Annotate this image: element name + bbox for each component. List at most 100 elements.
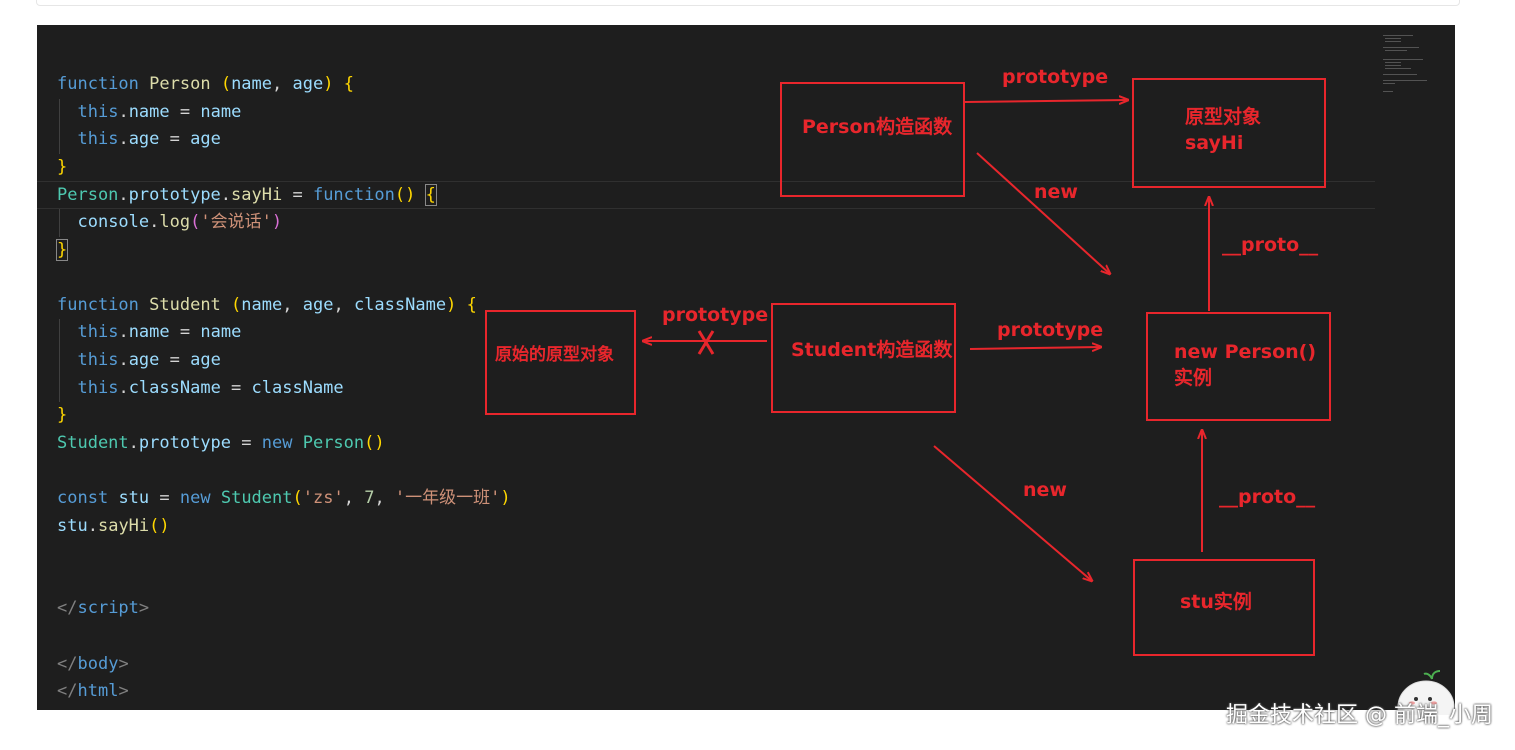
original-proto-label: 原始的原型对象: [495, 345, 614, 365]
arrow-person-prototype: [964, 100, 1128, 102]
code-token: 'zs': [302, 488, 344, 508]
code-token: .: [128, 432, 139, 453]
code-token: ,: [333, 294, 354, 315]
code-token: =: [159, 129, 191, 150]
code-token: ): [271, 212, 283, 232]
new-person-label: new Person(): [1174, 341, 1317, 363]
code-token: ,: [343, 488, 365, 508]
code-token: (: [292, 488, 303, 508]
stu-instance-box: [1133, 559, 1315, 656]
code-token: (): [394, 185, 416, 206]
code-token: name: [200, 101, 242, 122]
indent-guide: [59, 209, 60, 237]
minimap: [1375, 25, 1455, 710]
prototype-label-crossed: prototype: [662, 304, 769, 326]
code-token: Person: [57, 185, 119, 206]
code-line: Person.prototype.sayHi = function() {: [37, 181, 1375, 209]
prototype-diagram: [485, 78, 1331, 656]
code-token: className: [251, 377, 344, 398]
code-token: sayHi: [97, 515, 150, 536]
code-line: const stu = new Student('zs', 7, '一年级一班'…: [37, 485, 511, 513]
code-token: >: [138, 598, 150, 619]
code-token: className: [128, 377, 221, 398]
prototype-label-top: prototype: [1002, 66, 1109, 88]
code-token: script: [77, 598, 139, 619]
code-line: this.age = age: [37, 347, 221, 375]
editor-screenshot: function Person (name, age) { this.name …: [37, 25, 1455, 710]
prototype-label-mid: prototype: [997, 319, 1104, 341]
code-token: sayHi: [231, 185, 283, 206]
code-token: }: [57, 405, 68, 426]
code-token: .: [149, 212, 160, 232]
code-token: name: [200, 322, 242, 343]
stu-instance-label: stu实例: [1180, 591, 1252, 613]
code-line: </body>: [37, 651, 129, 679]
code-token: >: [118, 681, 129, 702]
code-line: stu.sayHi(): [37, 513, 170, 541]
indent-guide: [59, 98, 60, 154]
code-token: ,: [374, 488, 395, 508]
code-token: this: [77, 129, 119, 150]
new-label-upper: new: [1034, 181, 1078, 203]
code-token: className: [353, 294, 447, 315]
proto-obj-box: [1132, 78, 1326, 188]
code-token: }: [57, 156, 68, 177]
code-token: =: [159, 350, 191, 370]
code-line: this.name = name: [37, 99, 241, 127]
code-token: {: [424, 184, 437, 207]
new-person-box: [1146, 312, 1331, 421]
code-token: age: [302, 294, 334, 315]
code-token: age: [190, 350, 221, 370]
code-line: Student.prototype = new Person(): [37, 430, 385, 458]
code-token: (): [149, 515, 170, 536]
new-person-instance-label: 实例: [1174, 367, 1213, 389]
code-line: </script>: [37, 595, 149, 623]
code-token: prototype: [138, 432, 232, 453]
code-token: (): [364, 432, 385, 453]
code-token: .: [220, 185, 232, 206]
code-line: this.name = name: [37, 319, 241, 347]
code-token: age: [128, 350, 160, 370]
code-token: age: [128, 129, 160, 150]
code-token: ,: [282, 294, 303, 315]
code-token: .: [87, 515, 98, 536]
proto-label-upper: __proto__: [1222, 234, 1319, 256]
code-token: this: [77, 101, 119, 122]
code-token: ,: [272, 74, 293, 94]
code-token: Person: [302, 432, 365, 453]
code-token: prototype: [128, 185, 221, 206]
code-token: =: [149, 488, 180, 508]
code-token: const: [57, 488, 109, 508]
code-token: Student: [57, 432, 129, 453]
code-token: age: [292, 74, 324, 94]
arrow-student-new: [933, 445, 1092, 581]
code-token: name: [231, 74, 273, 94]
code-token: ): [323, 74, 334, 94]
arrow-person-new: [976, 152, 1110, 274]
code-line: }: [37, 154, 67, 182]
code-token: (: [190, 212, 201, 232]
code-token: =: [169, 322, 201, 343]
code-token: console: [77, 212, 150, 232]
code-token: '一年级一班': [394, 488, 501, 508]
code-line: </html>: [37, 678, 129, 706]
code-line: console.log('会说话'): [37, 209, 282, 237]
code-token: (: [231, 294, 242, 315]
code-token: new: [179, 488, 211, 508]
code-line: }: [37, 402, 67, 430]
arrow-student-prototype: [969, 347, 1101, 349]
mascot-icon: [1397, 670, 1455, 715]
code-token: =: [169, 101, 201, 122]
proto-label-lower: __proto__: [1219, 486, 1316, 508]
code-token: }: [55, 238, 69, 261]
code-token: =: [282, 185, 313, 206]
indent-guide: [59, 319, 60, 403]
code-token: name: [128, 101, 170, 122]
proto-obj-method-label: sayHi: [1185, 132, 1244, 154]
code-token: .: [118, 129, 129, 150]
code-token: this: [77, 350, 119, 370]
cross-mark: [697, 330, 715, 355]
code-token: name: [128, 322, 170, 343]
code-line: }: [37, 237, 69, 265]
code-token: .: [118, 350, 129, 370]
